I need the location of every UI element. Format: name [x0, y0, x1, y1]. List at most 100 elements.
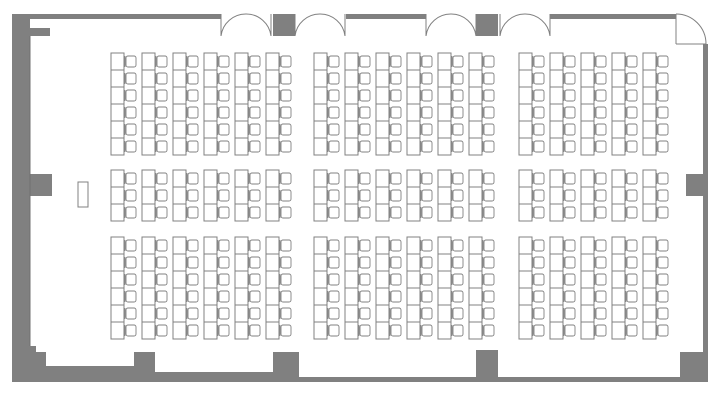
- chair: [280, 189, 292, 202]
- chair: [218, 189, 230, 202]
- desk: [313, 236, 328, 255]
- chair: [359, 189, 371, 202]
- chair: [421, 256, 433, 269]
- chair: [328, 290, 340, 303]
- desk: [611, 169, 626, 188]
- chair: [595, 106, 607, 119]
- chair: [595, 307, 607, 320]
- desk: [518, 186, 533, 205]
- chair: [533, 290, 545, 303]
- desk: [549, 103, 564, 122]
- chair: [187, 307, 199, 320]
- desk: [234, 86, 249, 105]
- desk: [468, 287, 483, 306]
- chair: [218, 89, 230, 102]
- desk: [203, 253, 218, 272]
- chair: [280, 72, 292, 85]
- desk: [437, 203, 452, 222]
- desk: [265, 304, 280, 323]
- chair: [218, 106, 230, 119]
- chair: [657, 123, 669, 136]
- desk: [611, 52, 626, 71]
- chair: [218, 172, 230, 185]
- desk: [406, 321, 421, 340]
- desk: [313, 203, 328, 222]
- desk: [234, 137, 249, 156]
- desk: [611, 137, 626, 156]
- desk: [642, 169, 657, 188]
- chair: [533, 239, 545, 252]
- chair: [452, 324, 464, 337]
- desk: [141, 321, 156, 340]
- chair: [249, 106, 261, 119]
- chair: [564, 239, 576, 252]
- desk: [234, 304, 249, 323]
- desk: [344, 236, 359, 255]
- desk: [344, 253, 359, 272]
- desk: [172, 52, 187, 71]
- desk: [549, 137, 564, 156]
- chair: [421, 55, 433, 68]
- desk: [611, 69, 626, 88]
- chair: [218, 239, 230, 252]
- desk: [313, 304, 328, 323]
- desk: [549, 186, 564, 205]
- desk: [580, 236, 595, 255]
- chair: [280, 324, 292, 337]
- desk: [406, 120, 421, 139]
- desk: [642, 69, 657, 88]
- desk: [172, 169, 187, 188]
- chair: [452, 140, 464, 153]
- wall-pier-bottom-1: [476, 350, 498, 382]
- chair: [125, 140, 137, 153]
- desk: [172, 69, 187, 88]
- chair: [187, 106, 199, 119]
- desk: [344, 137, 359, 156]
- desk: [406, 86, 421, 105]
- desk: [265, 52, 280, 71]
- chair: [328, 189, 340, 202]
- desk: [172, 287, 187, 306]
- desk: [642, 103, 657, 122]
- chair: [359, 239, 371, 252]
- desk: [375, 203, 390, 222]
- door-double-1: [220, 13, 272, 37]
- chair: [595, 55, 607, 68]
- chair: [452, 89, 464, 102]
- desk: [580, 287, 595, 306]
- chair: [249, 256, 261, 269]
- desk: [234, 169, 249, 188]
- chair: [452, 307, 464, 320]
- desk: [468, 253, 483, 272]
- desk: [172, 321, 187, 340]
- desk: [203, 137, 218, 156]
- chair: [359, 206, 371, 219]
- desk: [468, 69, 483, 88]
- chair: [280, 172, 292, 185]
- chair: [483, 324, 495, 337]
- chair: [626, 256, 638, 269]
- chair: [421, 123, 433, 136]
- desk: [110, 186, 125, 205]
- wall-pier-top-1: [273, 14, 295, 36]
- desk: [406, 52, 421, 71]
- desk: [110, 120, 125, 139]
- chair: [483, 72, 495, 85]
- desk: [437, 86, 452, 105]
- desk: [313, 137, 328, 156]
- chair: [156, 256, 168, 269]
- chair: [249, 72, 261, 85]
- desk: [406, 103, 421, 122]
- chair: [452, 206, 464, 219]
- chair: [421, 89, 433, 102]
- desk: [468, 86, 483, 105]
- chair: [125, 189, 137, 202]
- desk: [203, 120, 218, 139]
- desk: [406, 69, 421, 88]
- desk: [518, 253, 533, 272]
- chair: [218, 72, 230, 85]
- desk: [406, 270, 421, 289]
- chair: [187, 189, 199, 202]
- desk: [313, 186, 328, 205]
- walls: [12, 14, 708, 382]
